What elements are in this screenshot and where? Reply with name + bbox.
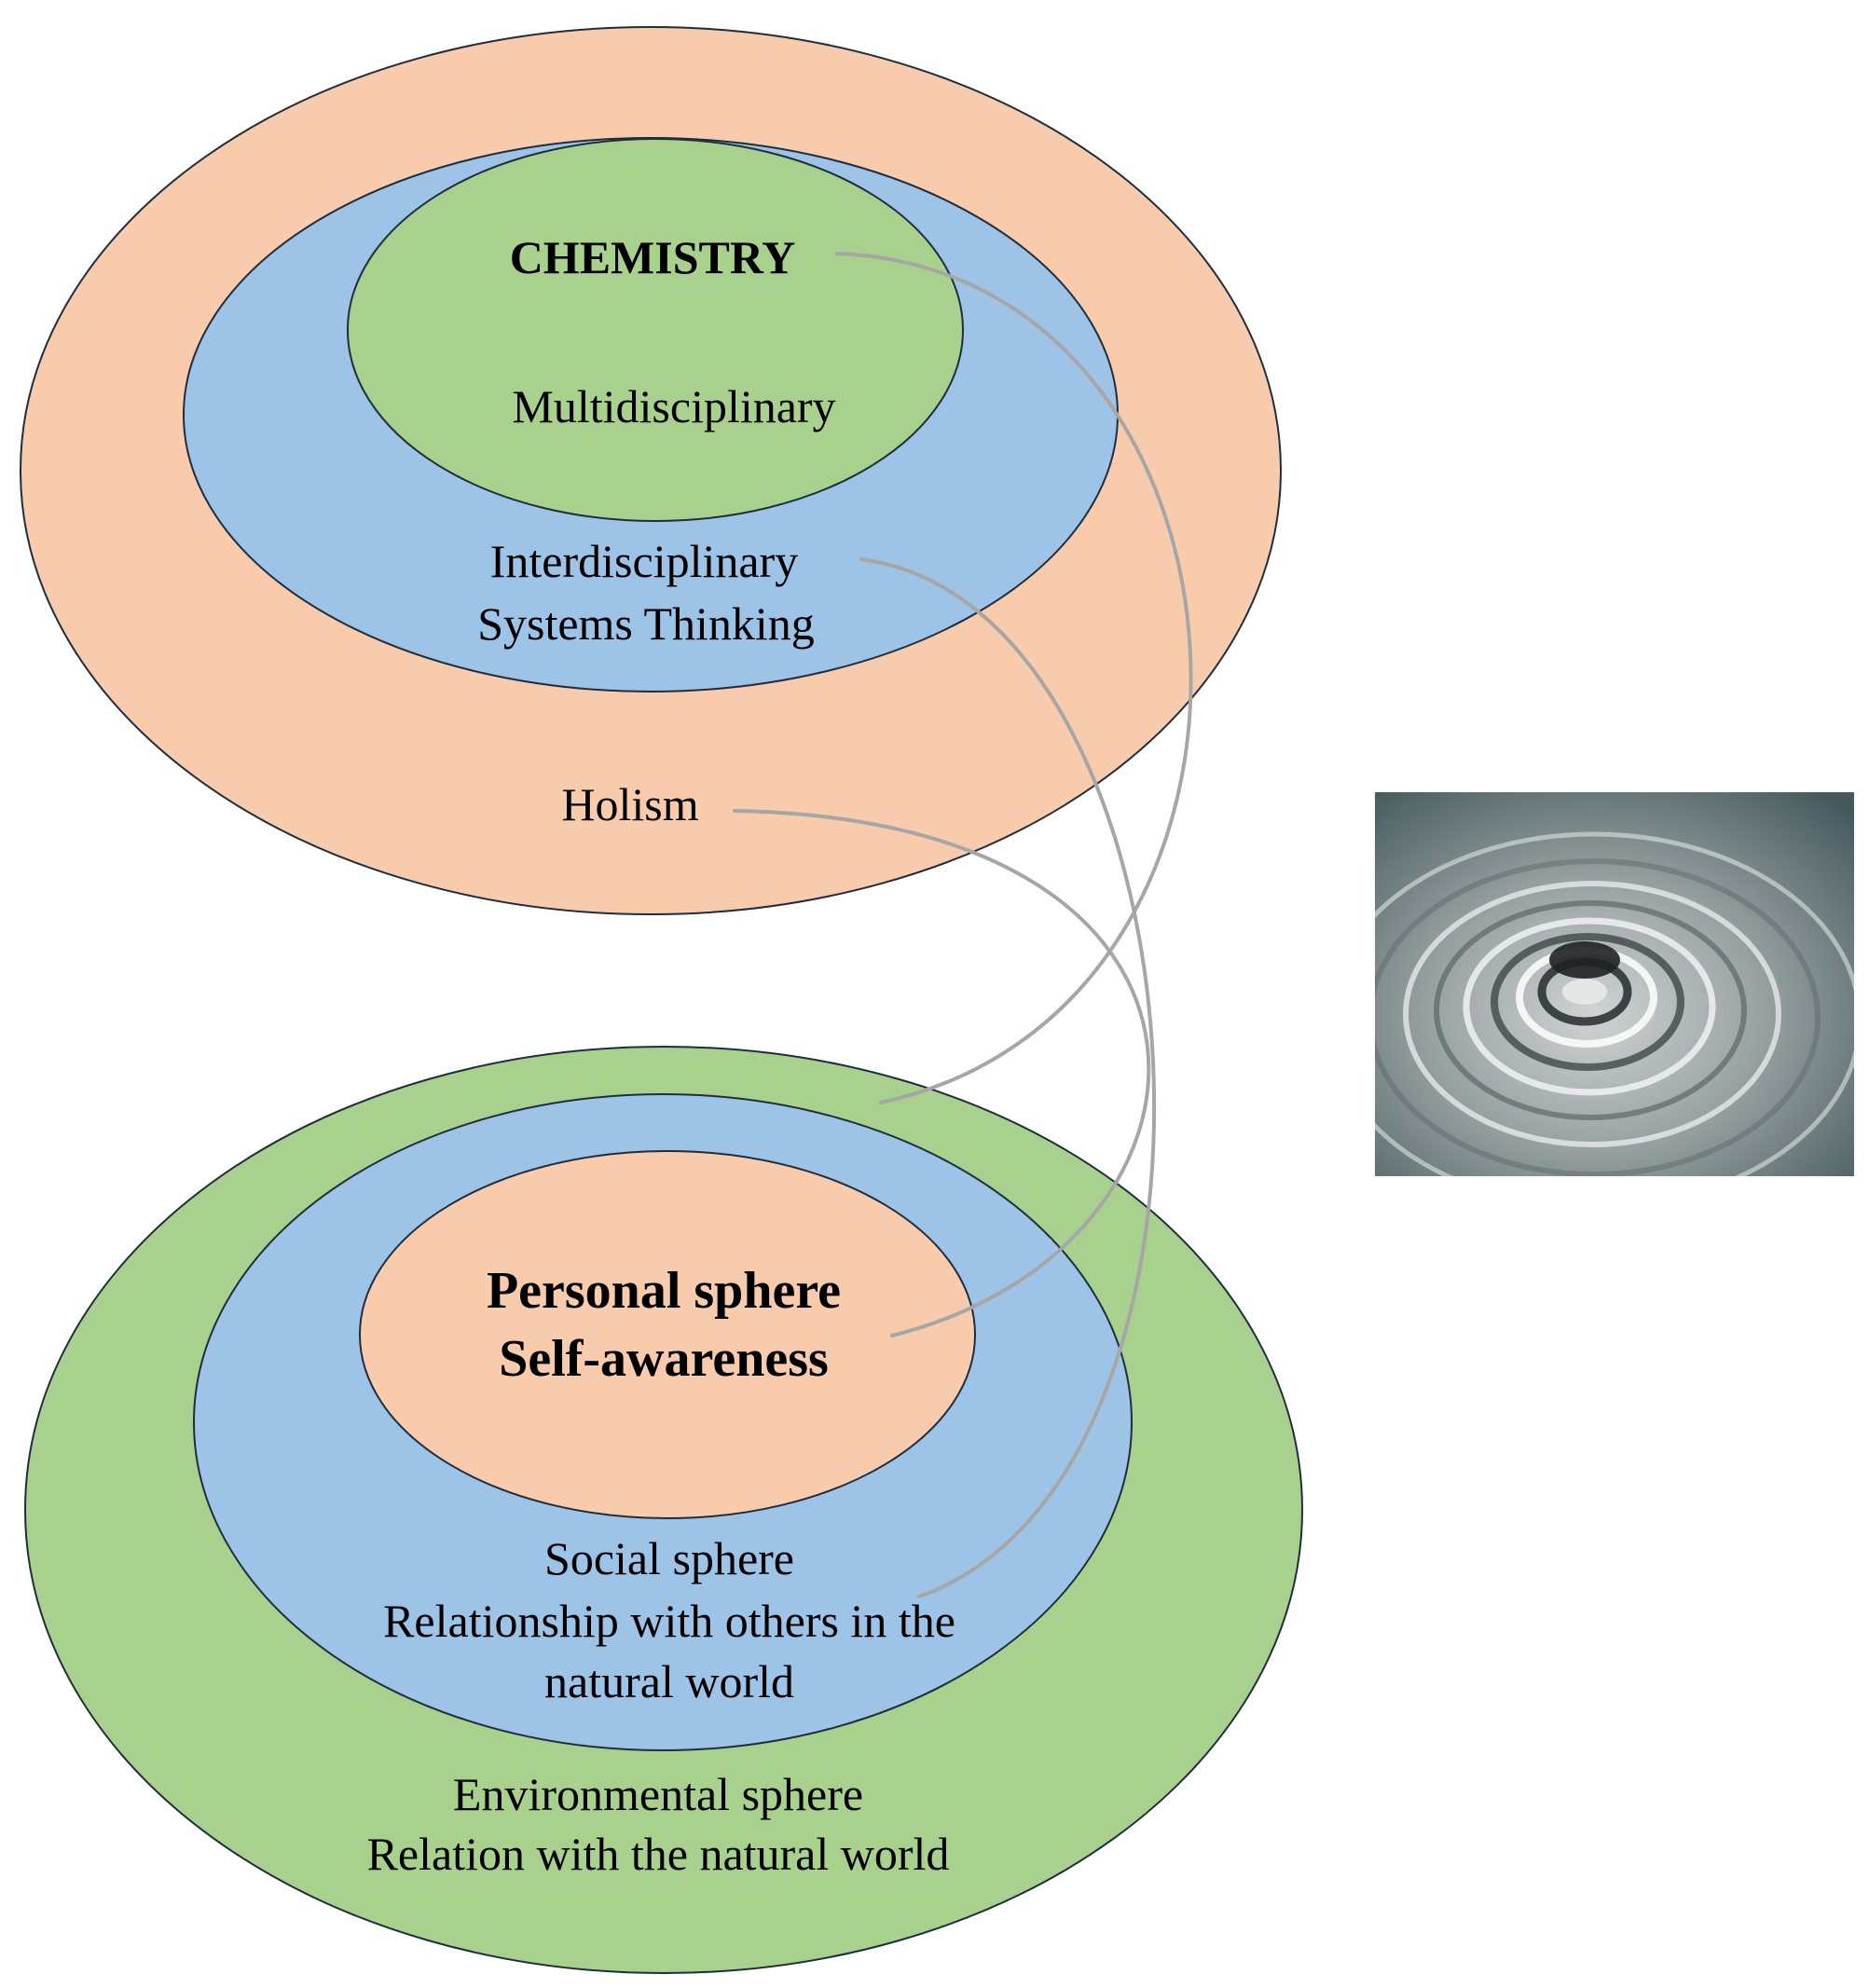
relation-natural-world-label: Relation with the natural world — [367, 1828, 950, 1880]
connector-interdisciplinary-to-social — [859, 557, 1157, 1598]
multidisciplinary-label: Multidisciplinary — [512, 380, 835, 432]
connector-chemistry-to-environmental — [835, 252, 1193, 1104]
personal-sphere-label: Personal sphere — [487, 1262, 841, 1320]
social-sphere-label: Social sphere — [544, 1532, 794, 1584]
personal-sphere-circle — [359, 1150, 976, 1519]
top-diagram: CHEMISTRY Multidisciplinary Interdiscipl… — [20, 26, 1282, 915]
environmental-sphere-label: Environmental sphere — [453, 1768, 863, 1820]
chemistry-label: CHEMISTRY — [510, 231, 796, 283]
connectors — [733, 252, 1193, 1598]
bottom-diagram: Personal sphere Self-awareness Social sp… — [24, 1046, 1303, 1974]
self-awareness-label: Self-awareness — [499, 1330, 829, 1388]
chemistry-circle — [347, 138, 964, 522]
relationship-label: Relationship with others in the — [383, 1595, 955, 1647]
water-ripple-image — [1375, 792, 1854, 1176]
systems-thinking-label: Systems Thinking — [477, 597, 815, 650]
connector-holism-to-personal — [733, 809, 1151, 1337]
natural-world-label: natural world — [544, 1655, 794, 1707]
holism-label: Holism — [561, 778, 698, 830]
interdisciplinary-label: Interdisciplinary — [490, 535, 798, 587]
